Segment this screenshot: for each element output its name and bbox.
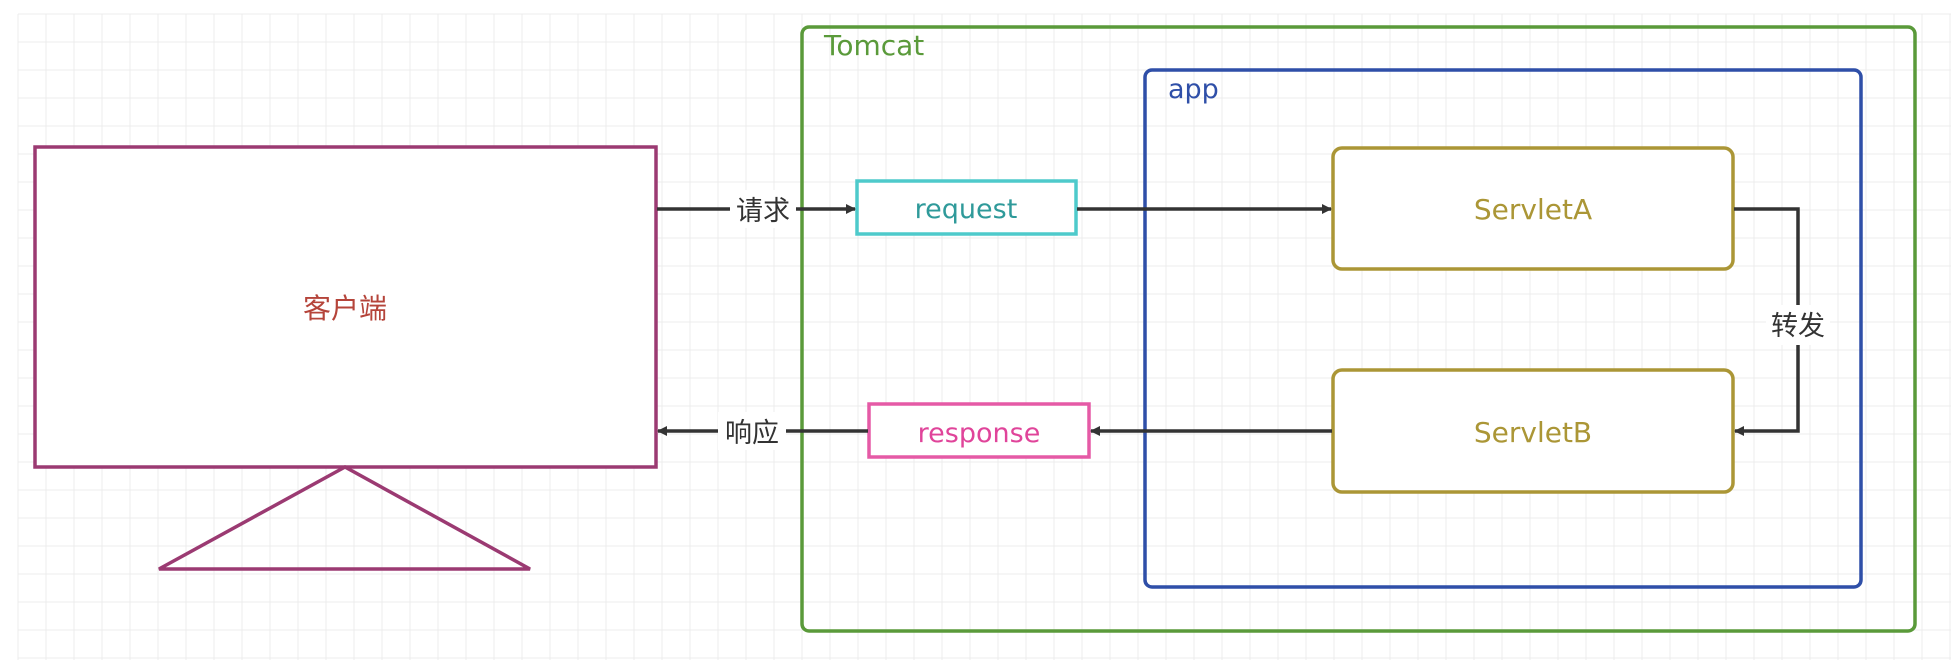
request-box	[855, 179, 1078, 236]
edge-response-label: 响应	[725, 418, 779, 449]
servlet-a-box	[1331, 146, 1735, 271]
tomcat-box	[800, 25, 1917, 633]
client-stand	[158, 465, 531, 571]
tomcat-label: Tomcat	[823, 29, 924, 62]
client-node[interactable]: 客户端	[33, 145, 658, 571]
client-label: 客户端	[303, 292, 387, 325]
edge-forward-label-bg	[1766, 305, 1830, 345]
servlet-b-box	[1331, 368, 1735, 494]
app-box	[1143, 68, 1863, 589]
edge-forward-label: 转发	[1771, 311, 1825, 342]
response-label: response	[918, 418, 1041, 449]
edge-request-label: 请求	[736, 196, 790, 227]
app-label: app	[1168, 74, 1219, 105]
servlet-a-node[interactable]: ServletA	[1331, 146, 1735, 271]
servlet-b-label: ServletB	[1474, 416, 1592, 449]
app-container[interactable]: app	[1143, 68, 1863, 589]
client-screen	[33, 145, 658, 469]
servlet-a-label: ServletA	[1474, 193, 1592, 226]
edge-response-label-bg	[718, 412, 786, 450]
tomcat-container[interactable]: Tomcat	[800, 25, 1917, 633]
edge-request-label-bg	[730, 190, 796, 228]
servlet-b-node[interactable]: ServletB	[1331, 368, 1735, 494]
response-node[interactable]: response	[867, 402, 1091, 459]
response-box	[867, 402, 1091, 459]
request-node[interactable]: request	[855, 179, 1078, 236]
request-label: request	[915, 194, 1018, 225]
